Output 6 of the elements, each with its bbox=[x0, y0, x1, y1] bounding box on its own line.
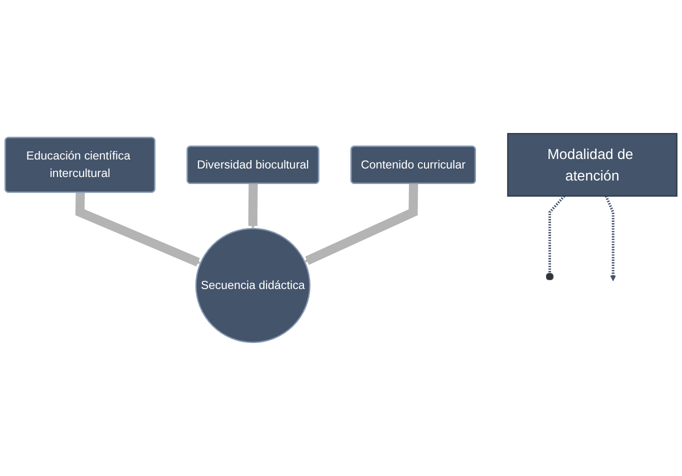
connector bbox=[546, 195, 566, 281]
arrow bbox=[604, 196, 616, 282]
arrow bbox=[75, 192, 201, 266]
node-box: Modalidad de atención bbox=[507, 132, 678, 197]
node-circle: Secuencia didáctica bbox=[195, 228, 310, 344]
arrow bbox=[248, 184, 258, 229]
